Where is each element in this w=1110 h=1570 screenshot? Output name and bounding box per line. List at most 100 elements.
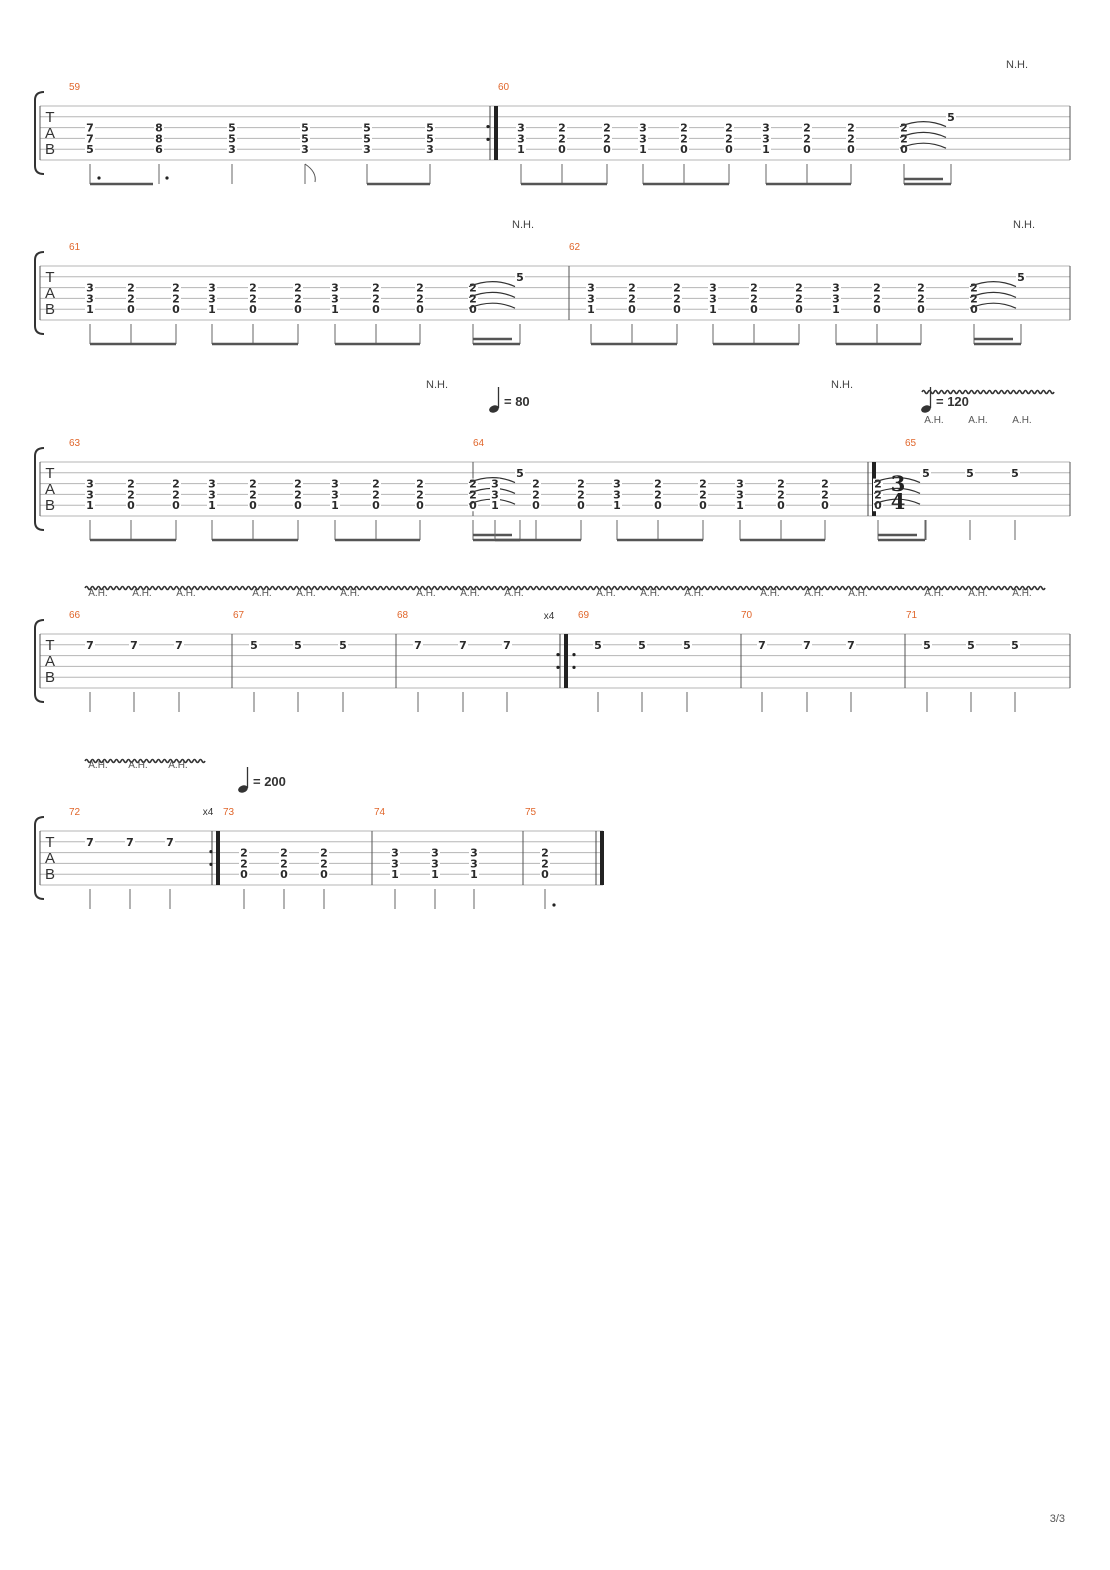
fret-backdrop [458, 639, 468, 651]
fret-backdrop [415, 489, 425, 501]
fret-number: 1 [762, 143, 770, 156]
fret-number: 2 [127, 292, 135, 305]
fret-backdrop [724, 133, 734, 145]
fret-number: 3 [470, 857, 478, 870]
fret-number: 0 [680, 143, 688, 156]
fret-backdrop [820, 500, 830, 512]
fret-number: 2 [874, 478, 882, 491]
fret-backdrop [207, 489, 217, 501]
fret-number: 3 [762, 122, 770, 135]
fret-backdrop [430, 858, 440, 870]
fret-backdrop [516, 133, 526, 145]
artificial-harmonic-label: A.H. [924, 415, 943, 426]
fret-backdrop [293, 478, 303, 490]
fret-backdrop [831, 293, 841, 305]
fret-number: 5 [1011, 467, 1019, 480]
measure-number: 72 [69, 807, 81, 818]
fret-backdrop [627, 282, 637, 294]
fret-number: 2 [821, 488, 829, 501]
fret-number: 5 [638, 639, 646, 652]
note-flag [304, 163, 316, 183]
fret-number: 2 [372, 292, 380, 305]
artificial-harmonic-label: A.H. [596, 588, 615, 599]
fret-number: 1 [639, 143, 647, 156]
fret-number: 3 [832, 292, 840, 305]
fret-backdrop [390, 847, 400, 859]
fret-number: 2 [416, 292, 424, 305]
fret-number: 0 [873, 303, 881, 316]
fret-backdrop [430, 869, 440, 881]
fret-backdrop [171, 500, 181, 512]
vibrato-wave [84, 758, 206, 764]
fret-number: 3 [709, 282, 717, 295]
fret-backdrop [846, 144, 856, 156]
fret-backdrop [415, 478, 425, 490]
measure-number: 60 [498, 82, 510, 93]
fret-number: 2 [172, 282, 180, 295]
fret-backdrop [802, 122, 812, 134]
fret-backdrop [85, 293, 95, 305]
quarter-note-icon [238, 785, 248, 793]
fret-number: 0 [532, 499, 540, 512]
measure-number: 68 [397, 610, 409, 621]
repeat-dot [572, 665, 576, 670]
fret-backdrop [602, 133, 612, 145]
fret-number: 1 [86, 499, 94, 512]
fret-number: 0 [172, 499, 180, 512]
fret-backdrop [794, 304, 804, 316]
fret-backdrop [174, 639, 184, 651]
fret-number: 5 [516, 467, 524, 480]
fret-backdrop [207, 500, 217, 512]
fret-backdrop [171, 293, 181, 305]
fret-number: 2 [777, 478, 785, 491]
fret-backdrop [846, 133, 856, 145]
fret-number: 5 [86, 143, 94, 156]
fret-number: 2 [628, 292, 636, 305]
fret-number: 3 [587, 292, 595, 305]
fret-number: 0 [320, 868, 328, 881]
fret-number: 7 [847, 639, 855, 652]
fret-number: 7 [126, 836, 134, 849]
fret-backdrop [969, 293, 979, 305]
natural-harmonic-label: N.H. [512, 219, 534, 231]
artificial-harmonic-label: A.H. [176, 588, 195, 599]
fret-number: 0 [249, 303, 257, 316]
fret-number: 2 [970, 292, 978, 305]
fret-number: 2 [249, 478, 257, 491]
fret-backdrop [293, 282, 303, 294]
fret-number: 2 [603, 122, 611, 135]
fret-backdrop [679, 133, 689, 145]
fret-number: 2 [320, 857, 328, 870]
fret-number: 1 [86, 303, 94, 316]
fret-number: 3 [517, 132, 525, 145]
fret-number: 7 [175, 639, 183, 652]
fret-number: 8 [155, 122, 163, 135]
measure-number: 67 [233, 610, 245, 621]
fret-backdrop [390, 869, 400, 881]
fret-number: 1 [517, 143, 525, 156]
fret-number: 3 [228, 143, 236, 156]
measure-number: 64 [473, 438, 485, 449]
measure-number: 63 [69, 438, 81, 449]
fret-number: 2 [240, 857, 248, 870]
fret-backdrop [248, 489, 258, 501]
natural-harmonic-label: N.H. [831, 379, 853, 391]
fret-number: 0 [803, 143, 811, 156]
fret-backdrop [207, 282, 217, 294]
fret-backdrop [330, 489, 340, 501]
fret-number: 0 [603, 143, 611, 156]
vibrato-wave [84, 585, 1046, 591]
fret-backdrop [362, 133, 372, 145]
tab-staff-system: TAB [34, 619, 1071, 703]
fret-number: 2 [532, 478, 540, 491]
fret-number: 2 [294, 292, 302, 305]
measure-number: 75 [525, 807, 537, 818]
fret-backdrop [430, 847, 440, 859]
fret-number: 3 [208, 478, 216, 491]
fret-backdrop [300, 133, 310, 145]
fret-number: 1 [613, 499, 621, 512]
fret-backdrop [293, 500, 303, 512]
fret-number: 2 [249, 282, 257, 295]
